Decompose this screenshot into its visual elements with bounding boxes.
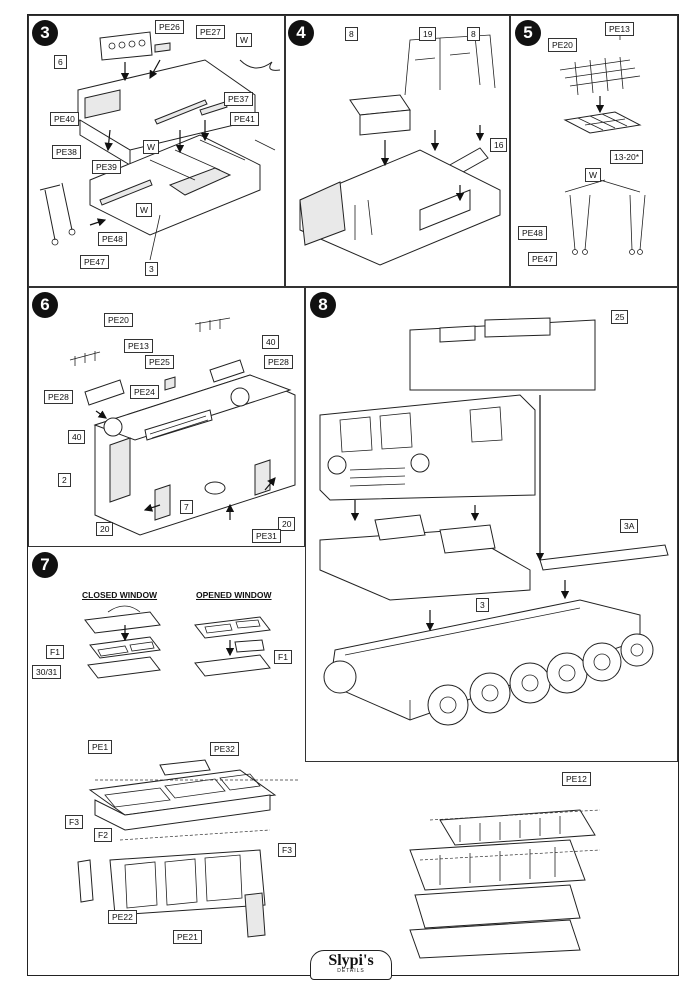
- label-3: 3: [476, 598, 489, 612]
- logo-sub-text: DETAILS: [337, 968, 365, 974]
- label-f3: F3: [65, 815, 83, 829]
- label-pe48: PE48: [98, 232, 127, 246]
- label-20: 20: [96, 522, 114, 536]
- label-pe20: PE20: [104, 313, 133, 327]
- label-pe28: PE28: [44, 390, 73, 404]
- label-40: 40: [262, 335, 280, 349]
- label-16: 16: [490, 138, 508, 152]
- label-40: 40: [68, 430, 86, 444]
- label-f1: F1: [46, 645, 64, 659]
- label-w: W: [236, 33, 253, 47]
- label-pe38: PE38: [52, 145, 81, 159]
- label-pe47: PE47: [80, 255, 109, 269]
- step5-vision-blocks: [559, 25, 646, 255]
- step-3-badge: 3: [32, 20, 58, 46]
- label-30-31: 30/31: [32, 665, 62, 679]
- label-3: 3: [145, 262, 158, 276]
- label-pe40: PE40: [50, 112, 79, 126]
- label-pe26: PE26: [155, 20, 184, 34]
- step-6-badge: 6: [32, 292, 58, 318]
- step8-hull-assembly: [319, 317, 669, 726]
- step6-cabin-body: [69, 317, 296, 536]
- label-13-20: 13-20*: [610, 150, 644, 164]
- brand-logo: Slypi's DETAILS: [310, 950, 392, 980]
- label-pe1: PE1: [88, 740, 113, 754]
- step-8-badge: 8: [310, 292, 336, 318]
- label-pe48: PE48: [518, 226, 547, 240]
- label-f1: F1: [274, 650, 292, 664]
- step7-windows: [77, 605, 601, 959]
- label-7: 7: [180, 500, 193, 514]
- label-pe12: PE12: [562, 772, 591, 786]
- label-pe13: PE13: [124, 339, 153, 353]
- label-pe24: PE24: [130, 385, 159, 399]
- label-w: W: [585, 168, 602, 182]
- label-pe27: PE27: [196, 25, 225, 39]
- opened-window-title: OPENED WINDOW: [196, 590, 272, 600]
- label-2: 2: [58, 473, 71, 487]
- label-pe20: PE20: [548, 38, 577, 52]
- label-f2: F2: [94, 828, 112, 842]
- label-pe25: PE25: [145, 355, 174, 369]
- logo-brand-text: Slypi's: [328, 952, 374, 969]
- label-20: 20: [278, 517, 296, 531]
- label-pe41: PE41: [230, 112, 259, 126]
- label-pe32: PE32: [210, 742, 239, 756]
- label-19: 19: [419, 27, 437, 41]
- step3-interior-floor: [39, 31, 281, 261]
- label-pe22: PE22: [108, 910, 137, 924]
- label-pe37: PE37: [224, 92, 253, 106]
- step-5-badge: 5: [515, 20, 541, 46]
- panel-step-5: [510, 15, 678, 287]
- step-7-badge: 7: [32, 552, 58, 578]
- step4-seat-assembly: [299, 34, 501, 266]
- label-25: 25: [611, 310, 629, 324]
- label-f3: F3: [278, 843, 296, 857]
- label-w: W: [143, 140, 160, 154]
- label-pe28: PE28: [264, 355, 293, 369]
- step-4-badge: 4: [288, 20, 314, 46]
- label-8: 8: [345, 27, 358, 41]
- label-w: W: [136, 203, 153, 217]
- label-6: 6: [54, 55, 67, 69]
- label-3a: 3A: [620, 519, 639, 533]
- label-pe47: PE47: [528, 252, 557, 266]
- closed-window-title: CLOSED WINDOW: [82, 590, 158, 600]
- label-pe39: PE39: [92, 160, 121, 174]
- label-pe13: PE13: [605, 22, 634, 36]
- label-8: 8: [467, 27, 480, 41]
- label-pe21: PE21: [173, 930, 202, 944]
- label-pe31: PE31: [252, 529, 281, 543]
